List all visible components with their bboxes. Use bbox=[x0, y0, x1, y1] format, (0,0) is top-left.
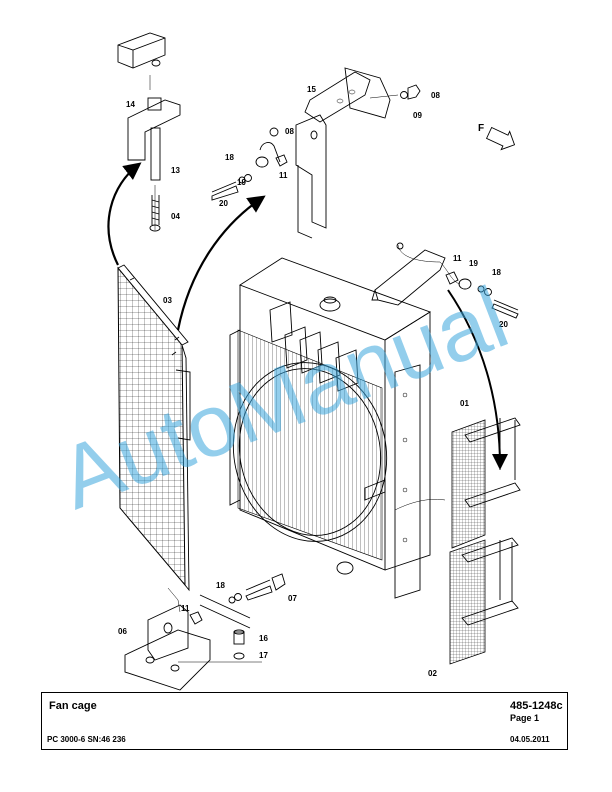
callout-08-top: 08 bbox=[431, 91, 440, 100]
page-number: Page 1 bbox=[510, 713, 540, 723]
callout-18-right: 18 bbox=[492, 268, 501, 277]
callout-19-top: 19 bbox=[237, 178, 246, 187]
callout-17: 17 bbox=[259, 651, 268, 660]
callout-18-bottom: 18 bbox=[216, 581, 225, 590]
title-block: Fan cage 485-1248c Page 1 PC 3000-6 SN:4… bbox=[41, 692, 568, 750]
callout-11-right: 11 bbox=[453, 254, 462, 263]
callout-01: 01 bbox=[460, 399, 469, 408]
direction-letter: F bbox=[478, 123, 484, 134]
callout-18-top: 18 bbox=[225, 153, 234, 162]
callout-11-top: 11 bbox=[279, 171, 288, 180]
machine-model: PC 3000-6 SN:46 236 bbox=[47, 735, 126, 744]
callout-13: 13 bbox=[171, 166, 180, 175]
callout-15: 15 bbox=[307, 85, 316, 94]
part-number: 485-1248c bbox=[510, 700, 563, 712]
callout-03: 03 bbox=[163, 296, 172, 305]
callout-06: 06 bbox=[118, 627, 127, 636]
callout-07: 07 bbox=[288, 594, 297, 603]
issue-date: 04.05.2011 bbox=[510, 735, 550, 744]
callout-16: 16 bbox=[259, 634, 268, 643]
assembly-arrows bbox=[107, 162, 508, 470]
radiator-assembly bbox=[229, 257, 432, 599]
callout-20-right: 20 bbox=[499, 320, 508, 329]
callout-02: 02 bbox=[428, 669, 437, 678]
callout-08-mid: 08 bbox=[285, 127, 294, 136]
top-bracket-assembly bbox=[211, 67, 421, 239]
fan-guard-mesh-panel bbox=[117, 264, 191, 613]
side-mesh-panels bbox=[394, 417, 521, 665]
callout-14: 14 bbox=[126, 100, 135, 109]
hinge-tube-assembly bbox=[117, 32, 181, 232]
bottom-bracket-assembly bbox=[124, 573, 286, 691]
sensor-bracket-assembly bbox=[371, 242, 519, 319]
direction-arrow: F bbox=[478, 123, 516, 151]
callout-20-top: 20 bbox=[219, 199, 228, 208]
callout-labels: 14 13 04 03 15 08 09 08 18 19 11 20 11 1… bbox=[118, 85, 508, 678]
callout-09: 09 bbox=[413, 111, 422, 120]
callout-19-right: 19 bbox=[469, 259, 478, 268]
callout-04: 04 bbox=[171, 212, 180, 221]
page-title: Fan cage bbox=[49, 700, 97, 712]
callout-11-bottom: 11 bbox=[181, 604, 190, 613]
